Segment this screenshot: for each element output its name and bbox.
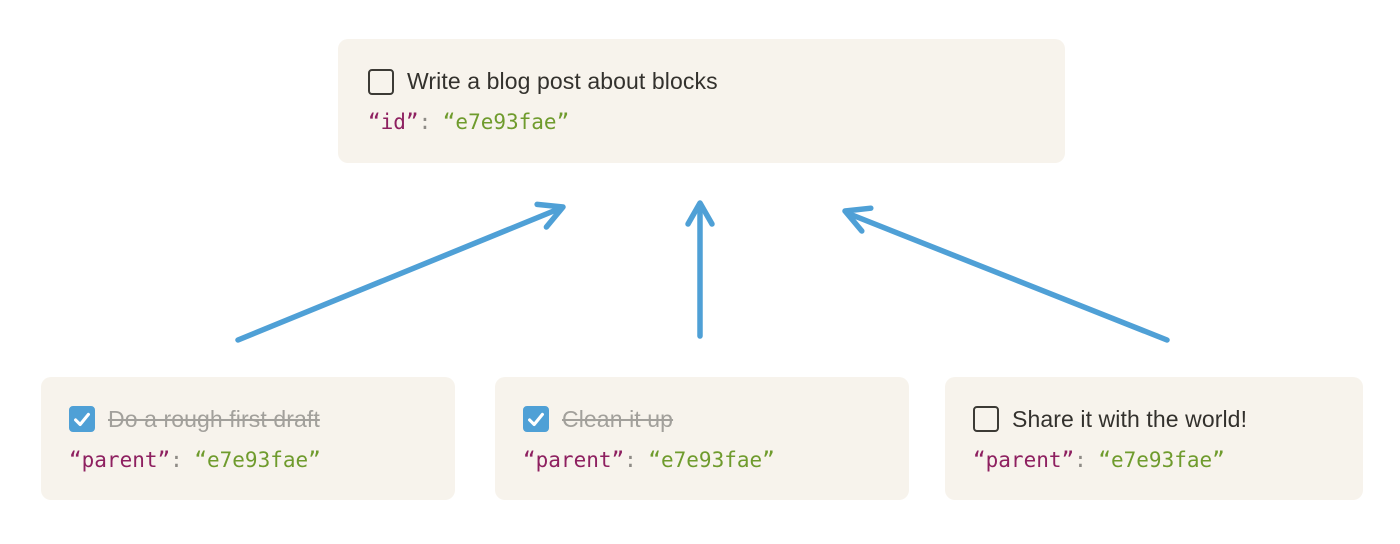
task-checkbox[interactable] [523, 406, 549, 432]
code-value: “e7e93fae” [1098, 447, 1225, 472]
subtask-block-share: Share it with the world! “parent”: “e7e93… [945, 377, 1363, 500]
parent-task-block: Write a blog post about blocks “id”: “e7e… [338, 39, 1065, 163]
code-colon: : [170, 447, 183, 472]
checkmark-icon [528, 412, 544, 427]
task-row: Do a rough first draft [69, 406, 427, 433]
code-value: “e7e93fae” [648, 447, 775, 472]
subtask-block-draft: Do a rough first draft “parent”: “e7e93fa… [41, 377, 455, 500]
task-label: Do a rough first draft [108, 405, 320, 432]
code-key: “parent” [523, 447, 625, 472]
block-parent-code: “parent”: “e7e93fae” [973, 448, 1335, 472]
task-label: Write a blog post about blocks [407, 68, 718, 94]
code-colon: : [418, 110, 432, 134]
arrow-from-cleanup-icon [685, 200, 715, 339]
task-row: Clean it up [523, 406, 881, 433]
task-label: Share it with the world! [1012, 405, 1248, 432]
block-id-code: “id”: “e7e93fae” [368, 110, 1037, 134]
block-parent-code: “parent”: “e7e93fae” [69, 448, 427, 472]
code-value: “e7e93fae” [194, 447, 321, 472]
subtask-block-cleanup: Clean it up “parent”: “e7e93fae” [495, 377, 909, 500]
code-key: “parent” [973, 447, 1075, 472]
block-parent-code: “parent”: “e7e93fae” [523, 448, 881, 472]
code-value: “e7e93fae” [442, 110, 570, 134]
task-label: Clean it up [562, 405, 674, 432]
task-checkbox[interactable] [368, 68, 394, 95]
task-checkbox[interactable] [973, 406, 999, 432]
task-checkbox[interactable] [69, 406, 95, 432]
arrow-from-share-icon [842, 205, 1170, 343]
task-row: Write a blog post about blocks [368, 68, 1037, 95]
arrow-from-draft-icon [235, 201, 566, 343]
code-key: “id” [368, 110, 419, 134]
code-key: “parent” [69, 447, 171, 472]
checkmark-icon [74, 412, 90, 427]
code-colon: : [624, 447, 637, 472]
code-colon: : [1074, 447, 1087, 472]
task-row: Share it with the world! [973, 406, 1335, 433]
